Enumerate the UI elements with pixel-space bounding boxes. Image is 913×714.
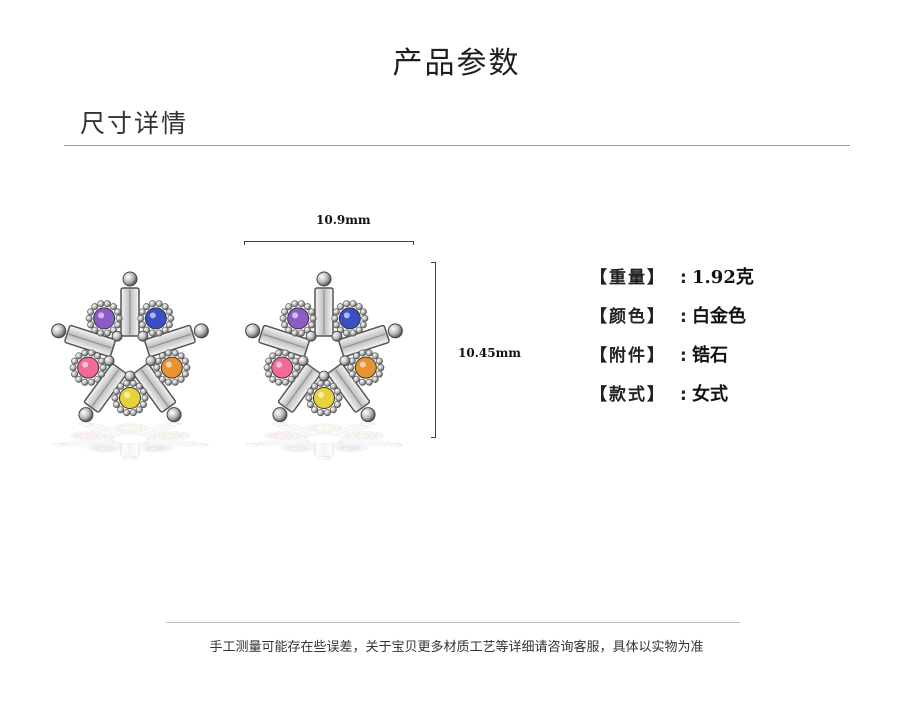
colored-gem [287, 307, 310, 330]
spec-colon: : [680, 268, 687, 288]
spec-row-accessory: 【附件】 : 锆石 [590, 344, 754, 383]
spec-colon: : [680, 346, 687, 366]
height-dimension-label: 10.45mm [458, 346, 521, 360]
colored-gem [271, 432, 294, 439]
colored-gem [354, 432, 377, 439]
colored-gem [160, 356, 183, 379]
page-title: 产品参数 [392, 46, 521, 81]
width-dimension-cap-right [413, 241, 414, 245]
height-dimension-cap-bottom [431, 437, 435, 438]
earring-image-left [51, 271, 209, 460]
spec-colon: : [680, 385, 687, 405]
baguette-stone [133, 424, 177, 437]
spec-row-style: 【款式】 : 女式 [590, 383, 754, 422]
colored-gem [77, 432, 100, 439]
earring-image-right [245, 271, 403, 460]
spec-label: 【款式】 [590, 385, 666, 405]
section-title: 尺寸详情 [80, 109, 189, 138]
colored-gem [144, 307, 167, 330]
colored-gem [338, 445, 361, 451]
colored-gem [338, 307, 361, 330]
colored-gem [313, 387, 335, 409]
width-dimension-label: 10.9mm [316, 213, 371, 227]
colored-gem [271, 356, 294, 379]
spec-row-color: 【颜色】 : 白金色 [590, 305, 754, 344]
footer-note: 手工测量可能存在些误差，关于宝贝更多材质工艺等详细请咨询客服，具体以实物为准 [209, 640, 704, 655]
divider-top [64, 145, 850, 146]
spec-label: 【颜色】 [590, 307, 666, 327]
spec-value: 1.92克 [692, 267, 754, 288]
baguette-stone [314, 443, 334, 456]
colored-gem [119, 387, 141, 409]
colored-gem [119, 425, 141, 431]
colored-gem [160, 432, 183, 439]
baguette-stone [120, 443, 140, 456]
colored-gem [93, 307, 116, 330]
spec-label: 【重量】 [590, 268, 666, 288]
colored-gem [313, 425, 335, 431]
colored-gem [287, 445, 310, 451]
colored-gem [93, 445, 116, 451]
spec-list: 【重量】 : 1.92克 【颜色】 : 白金色 【附件】 : 锆石 【款式】 :… [590, 266, 754, 422]
colored-gem [77, 356, 100, 379]
spec-value: 白金色 [692, 306, 746, 327]
height-dimension-line [435, 262, 436, 438]
height-dimension-cap-top [431, 262, 435, 263]
colored-gem [144, 445, 167, 451]
spec-label: 【附件】 [590, 346, 666, 366]
spec-colon: : [680, 307, 687, 327]
width-dimension-cap-left [244, 241, 245, 245]
spec-row-weight: 【重量】 : 1.92克 [590, 266, 754, 305]
divider-bottom [166, 622, 740, 623]
width-dimension-line [244, 241, 414, 242]
spec-value: 女式 [692, 384, 728, 405]
baguette-stone [83, 424, 127, 437]
baguette-stone [327, 424, 371, 437]
baguette-stone [277, 424, 321, 437]
spec-value: 锆石 [692, 345, 728, 366]
colored-gem [354, 356, 377, 379]
